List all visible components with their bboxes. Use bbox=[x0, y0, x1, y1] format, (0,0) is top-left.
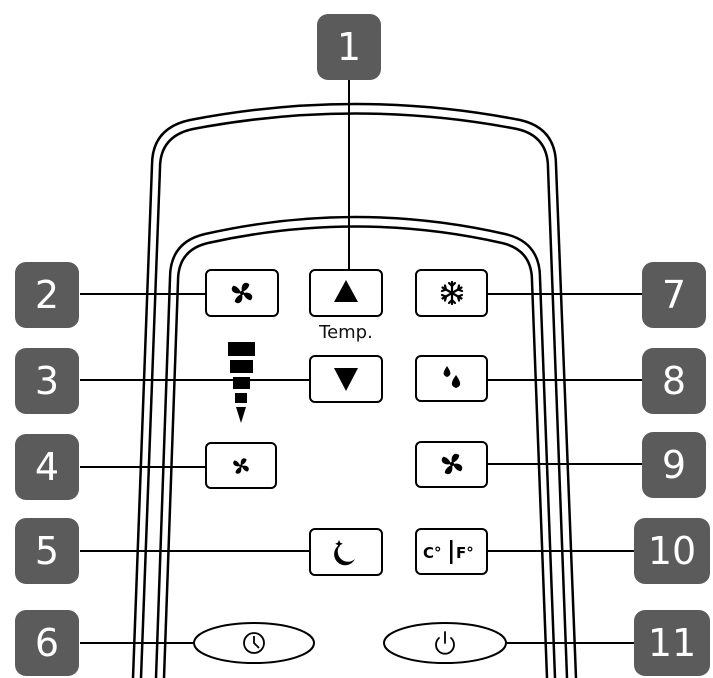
callout-8: 8 bbox=[642, 348, 706, 414]
callout-1: 1 bbox=[317, 14, 381, 80]
callout-3: 3 bbox=[15, 348, 79, 414]
fan-speed-button[interactable] bbox=[205, 442, 277, 489]
clock-icon bbox=[243, 632, 265, 654]
callout-5: 5 bbox=[15, 518, 79, 584]
snowflake-icon bbox=[440, 280, 464, 306]
temp-label: Temp. bbox=[319, 322, 373, 343]
power-icon bbox=[435, 631, 455, 655]
callout-11: 11 bbox=[634, 610, 710, 676]
celsius-fahrenheit-button[interactable]: C° F° bbox=[415, 528, 488, 575]
fan-only-button[interactable] bbox=[415, 441, 488, 488]
callout-6: 6 bbox=[15, 610, 79, 676]
fan-mode-button[interactable] bbox=[205, 269, 279, 317]
cool-mode-button[interactable] bbox=[415, 269, 488, 317]
remote-body bbox=[131, 102, 578, 678]
timer-button[interactable] bbox=[193, 622, 315, 664]
celsius-label: C° bbox=[423, 544, 442, 562]
water-drops-icon bbox=[443, 366, 461, 388]
callout-2: 2 bbox=[15, 262, 79, 328]
callout-7: 7 bbox=[642, 262, 706, 328]
scale-divider bbox=[450, 540, 453, 564]
callout-9: 9 bbox=[642, 432, 706, 498]
leader-lines bbox=[80, 80, 642, 644]
temp-up-button[interactable] bbox=[309, 269, 383, 317]
sleep-button[interactable] bbox=[309, 528, 383, 576]
triangle-up-icon bbox=[334, 280, 358, 302]
fahrenheit-label: F° bbox=[456, 544, 474, 562]
temp-down-button[interactable] bbox=[309, 355, 383, 403]
callout-4: 4 bbox=[15, 434, 79, 500]
callout-10: 10 bbox=[634, 518, 710, 584]
dry-mode-button[interactable] bbox=[415, 355, 488, 402]
power-button[interactable] bbox=[383, 622, 507, 664]
fan-speed-bars-icon bbox=[228, 342, 255, 423]
moon-sleep-icon bbox=[334, 540, 355, 566]
triangle-down-icon bbox=[334, 368, 358, 391]
